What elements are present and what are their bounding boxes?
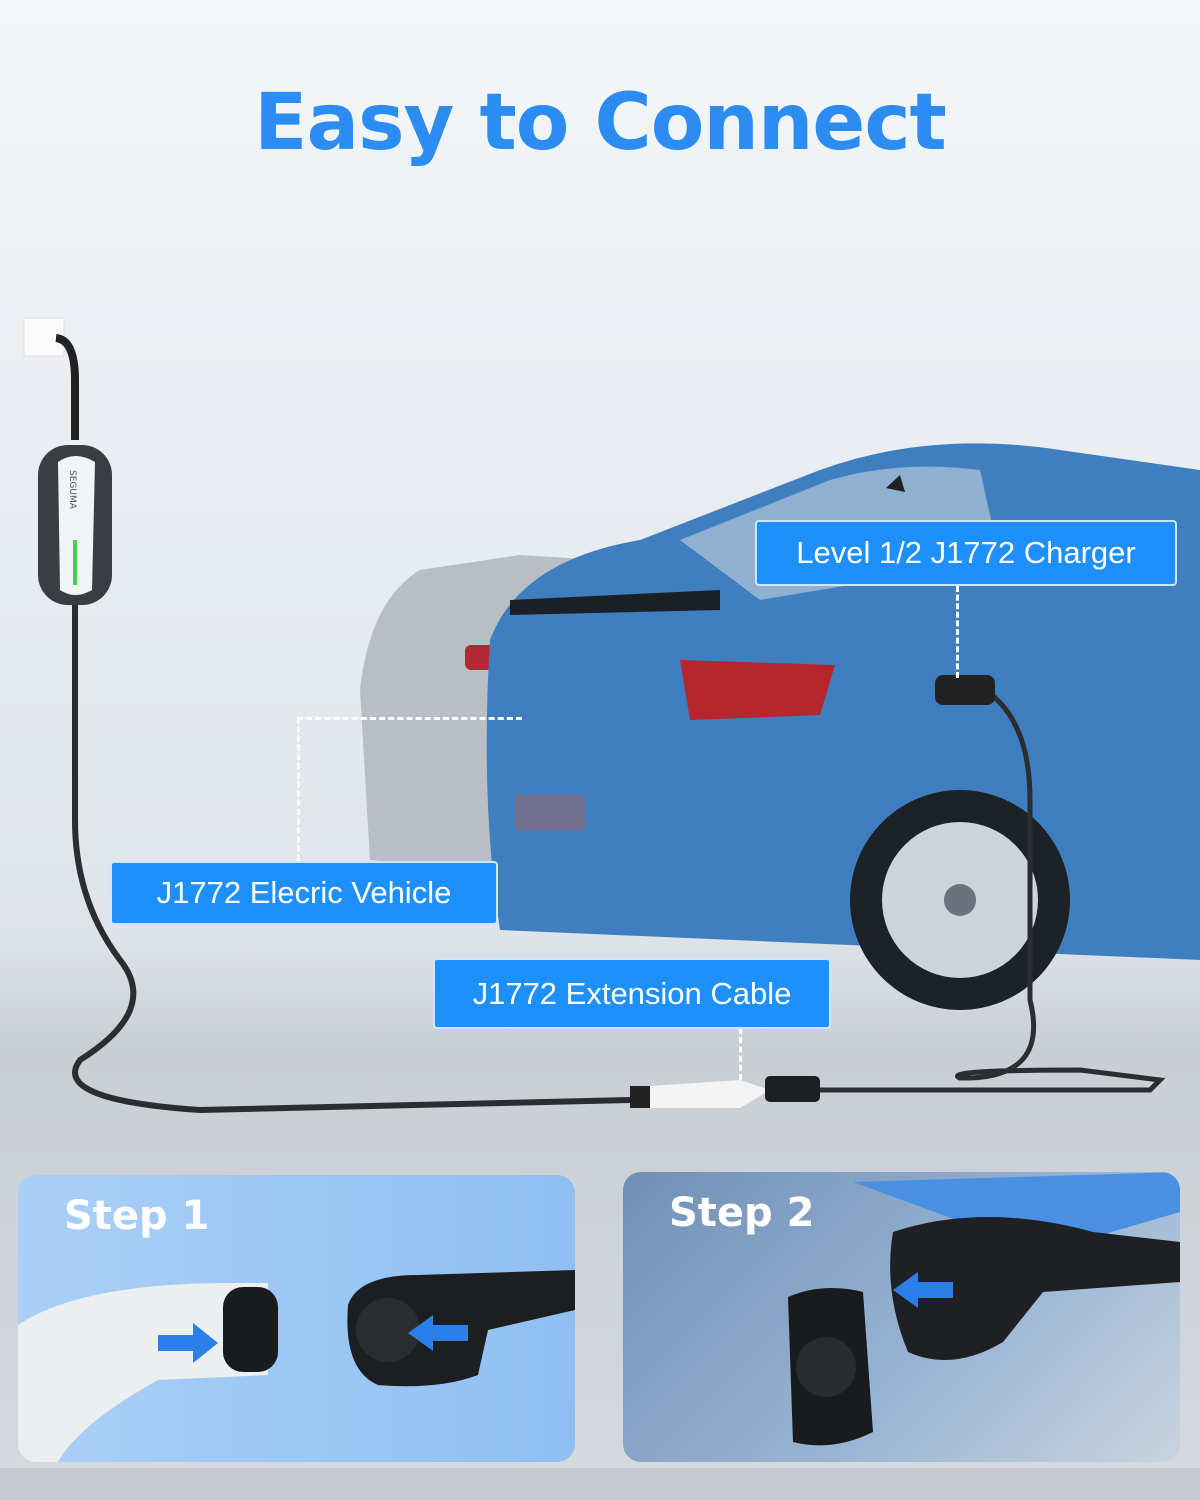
step-2-title: Step 2	[669, 1190, 815, 1236]
extension-label-leader-line	[739, 1028, 742, 1080]
vehicle-charging-port	[935, 675, 995, 705]
extension-cable-label: J1772 Extension Cable	[433, 958, 831, 1029]
charger-plug-handle	[890, 1217, 1180, 1360]
extension-cable-connectors	[630, 1076, 820, 1108]
vehicle-label: J1772 Elecric Vehicle	[110, 861, 498, 925]
charger-label-leader-line	[956, 586, 959, 678]
charger-brand-logo: SEGUMA	[67, 470, 77, 510]
page-title: Easy to Connect	[254, 78, 947, 168]
step-1-panel: Step 1	[18, 1175, 575, 1462]
step-1-title: Step 1	[64, 1193, 210, 1239]
arrow-left-icon	[408, 1315, 468, 1351]
charger-cable	[72, 605, 631, 1114]
vehicle-label-leader-line-horizontal	[297, 717, 522, 720]
step-1-illustration	[18, 1270, 575, 1462]
vehicle-label-leader-line-vertical	[297, 717, 300, 861]
charger-plug	[18, 1283, 268, 1462]
step-2-panel: Step 2	[623, 1172, 1180, 1462]
bottom-strip	[0, 1468, 1200, 1500]
arrow-right-icon	[158, 1323, 218, 1363]
charger-label: Level 1/2 J1772 Charger	[755, 520, 1177, 586]
step-2-illustration	[788, 1172, 1180, 1446]
power-cord	[55, 334, 79, 440]
arrow-left-icon	[893, 1272, 953, 1308]
charger-control-box: SEGUMA	[38, 445, 112, 605]
vehicle-charging-cable	[820, 687, 1166, 1093]
